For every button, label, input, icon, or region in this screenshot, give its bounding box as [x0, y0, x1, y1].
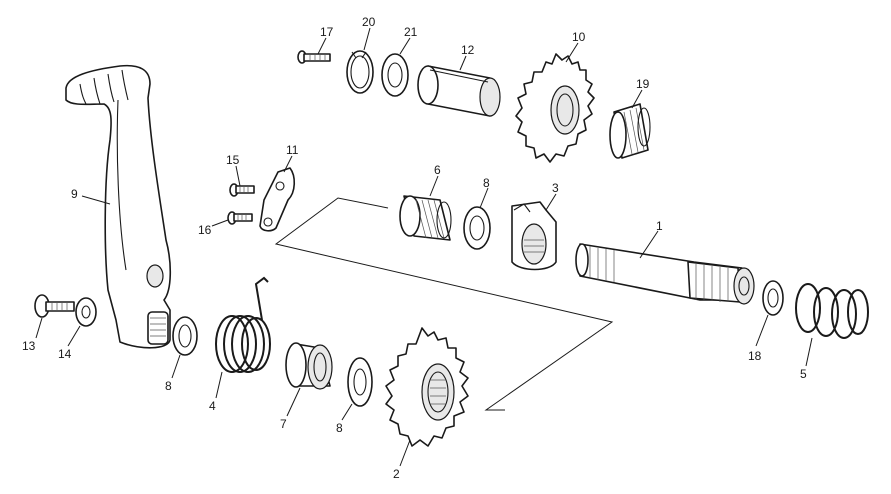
label-part-8-lower: 8: [336, 421, 343, 435]
label-part-7: 7: [280, 417, 287, 431]
part-18-washer[interactable]: [762, 280, 784, 316]
label-part-14: 14: [58, 347, 72, 361]
label-part-4: 4: [209, 399, 216, 413]
label-part-11: 11: [286, 143, 299, 157]
part-3-ratchet[interactable]: [511, 201, 557, 271]
part-15-screw[interactable]: [229, 183, 255, 197]
part-labels: 1 2 3 4 5 6 7 8 8 8 9 10 11 12 13 14 15 …: [22, 15, 807, 481]
part-5-spring[interactable]: [795, 283, 869, 339]
label-part-19: 19: [636, 77, 650, 91]
part-9-kickstart-lever[interactable]: [65, 64, 172, 349]
part-6-needle-bearing[interactable]: [399, 195, 452, 241]
label-part-2: 2: [393, 467, 400, 481]
assembly-frame: [274, 197, 614, 411]
label-part-10: 10: [572, 30, 586, 44]
part-19-needle-bearing[interactable]: [609, 103, 651, 159]
label-part-5: 5: [800, 367, 807, 381]
label-part-8-left: 8: [165, 379, 172, 393]
leader-lines: [35, 27, 813, 467]
part-17-bolt[interactable]: [297, 50, 331, 64]
label-part-20: 20: [362, 15, 376, 29]
label-part-12: 12: [461, 43, 475, 57]
label-part-9: 9: [71, 187, 78, 201]
part-8-washer-upper[interactable]: [463, 206, 491, 250]
part-11-bracket[interactable]: [259, 167, 296, 232]
part-8-washer-lower[interactable]: [347, 357, 373, 407]
part-16-screw[interactable]: [227, 211, 253, 225]
part-1-shaft[interactable]: [575, 243, 755, 305]
label-part-8-upper: 8: [483, 176, 490, 190]
part-20-circlip[interactable]: [346, 50, 374, 94]
label-part-1: 1: [656, 219, 663, 233]
label-part-16: 16: [198, 223, 212, 237]
part-13-bolt[interactable]: [34, 294, 75, 318]
part-7-bushing[interactable]: [285, 342, 333, 390]
part-14-washer[interactable]: [75, 297, 97, 327]
label-part-18: 18: [748, 349, 762, 363]
label-part-21: 21: [404, 25, 418, 39]
part-10-gear[interactable]: [515, 53, 595, 163]
part-12-bushing[interactable]: [417, 65, 501, 117]
label-part-13: 13: [22, 339, 36, 353]
label-part-3: 3: [552, 181, 559, 195]
label-part-17: 17: [320, 25, 334, 39]
part-2-gear[interactable]: [385, 327, 469, 447]
label-part-6: 6: [434, 163, 441, 177]
label-part-15: 15: [226, 153, 240, 167]
part-21-washer[interactable]: [381, 53, 409, 97]
part-4-torsion-spring[interactable]: [215, 276, 271, 373]
part-8-washer-left[interactable]: [172, 316, 198, 356]
